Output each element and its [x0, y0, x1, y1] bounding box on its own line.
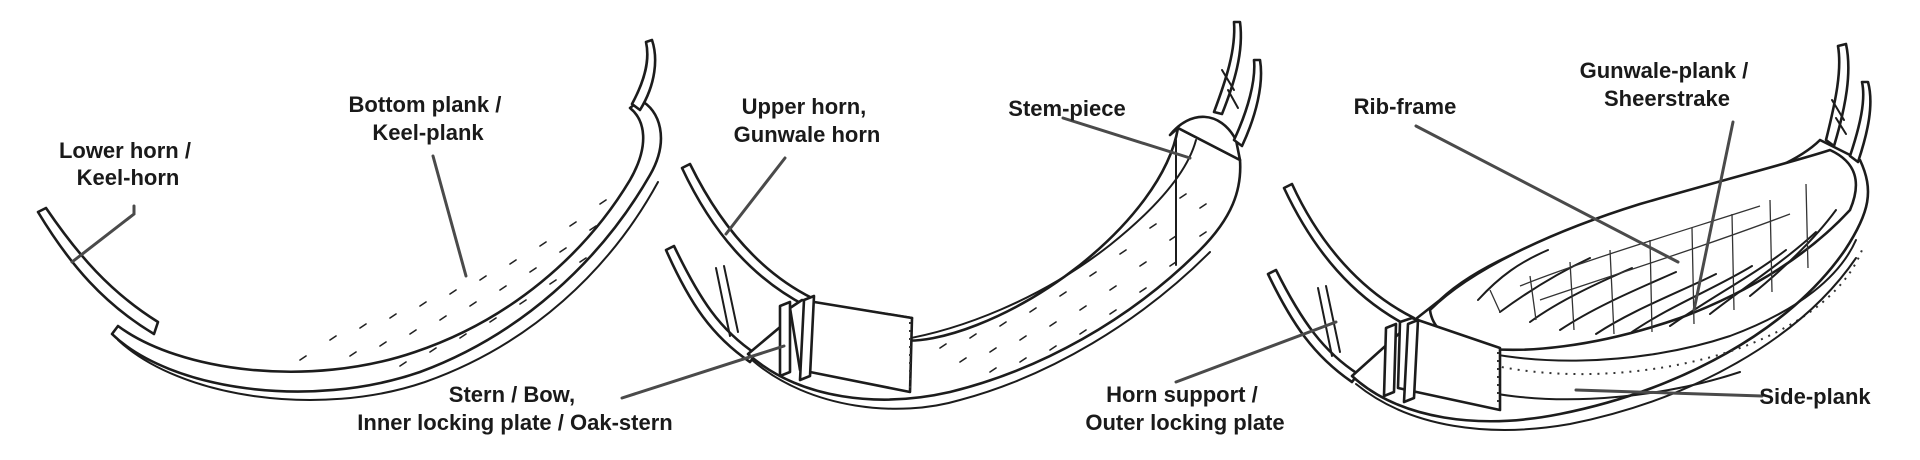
- lower-horn-piece: [36, 206, 160, 336]
- leader-horn-support: [1174, 320, 1338, 384]
- rib-frames: [1477, 183, 1837, 335]
- label-side-plank: Side-plank: [1759, 384, 1871, 409]
- leader-lower-horn: [70, 204, 136, 264]
- label-gunwale-plank: Gunwale-plank / Sheerstrake: [1580, 58, 1755, 111]
- keel-horn-piece-2: [664, 244, 758, 364]
- label-stern-bow: Stern / Bow, Inner locking plate / Oak-s…: [357, 382, 672, 435]
- leader-gunwale-plank: [1692, 120, 1735, 312]
- leader-lines: [70, 116, 1764, 400]
- leader-rib-frame: [1414, 124, 1680, 264]
- leader-upper-horn: [724, 156, 787, 236]
- label-stem-piece: Stem-piece: [1008, 96, 1125, 121]
- leader-side-plank: [1574, 388, 1764, 398]
- leader-stem-piece: [1061, 116, 1192, 160]
- leader-bottom-plank: [431, 154, 468, 278]
- label-upper-horn: Upper horn, Gunwale horn: [734, 94, 881, 147]
- bottom-plank-rivets: [299, 199, 607, 367]
- gunwale-horn-piece: [680, 162, 814, 308]
- panel-2-drawing: [664, 20, 1263, 410]
- panel-2-rivets: [939, 193, 1207, 373]
- label-horn-support: Horn support / Outer locking plate: [1085, 382, 1284, 435]
- gunwale-plank-3: [1428, 148, 1858, 352]
- panel-3-drawing: [1266, 42, 1872, 431]
- panel-1-drawing: [36, 38, 663, 401]
- labels: Lower horn / Keel-horn Bottom plank / Ke…: [59, 58, 1871, 435]
- stem-piece-2: [1168, 115, 1242, 162]
- label-bottom-plank: Bottom plank / Keel-plank: [349, 92, 508, 145]
- label-rib-frame: Rib-frame: [1354, 94, 1457, 119]
- leader-stern-bow: [620, 344, 786, 400]
- keel-horn-rising: [630, 38, 657, 112]
- label-lower-horn: Lower horn / Keel-horn: [59, 138, 197, 190]
